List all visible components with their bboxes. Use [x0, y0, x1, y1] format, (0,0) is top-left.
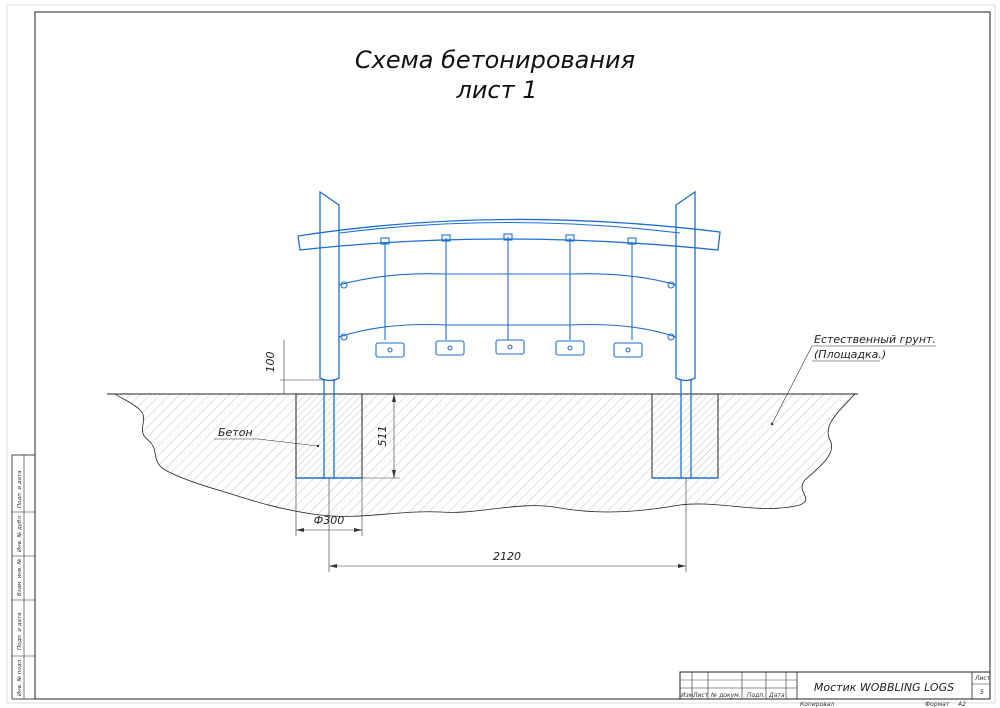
side-stamp: Инв. № подл. Подп. и дата Взам. инв. № И… — [11, 454, 36, 700]
dim-100-label: 100 — [264, 352, 277, 373]
drawing-title-line-1: Схема бетонирования — [355, 46, 635, 74]
tb-header-date: Дата — [768, 692, 785, 699]
ground-label-line-1: Естественный грунт. — [814, 333, 936, 346]
dim-post-spacing: 2120 — [328, 478, 687, 572]
tb-header-izm: Изм. — [681, 692, 695, 699]
dim-2120-label: 2120 — [493, 550, 521, 563]
side-stamp-cell-1: Инв. № подл. — [17, 658, 23, 696]
post-embedded-left — [323, 380, 335, 478]
title-block: Изм. Лист № докум. Подп. Дата Мостик WOB… — [679, 671, 991, 708]
leader-concrete: Бетон — [214, 426, 320, 448]
side-stamp-cell-4: Инв. № дубл. — [17, 514, 23, 552]
drawing-title-line-2: лист 1 — [455, 76, 537, 104]
tb-copied: Копировал — [800, 701, 834, 708]
tb-format-label: Формат — [925, 701, 950, 708]
leader-ground: Естественный грунт. (Площадка.) — [770, 333, 936, 426]
tb-sheet-number: 5 — [980, 689, 984, 696]
tb-header-list: Лист — [692, 692, 709, 699]
side-stamp-cell-5: Подп. и дата — [17, 470, 23, 508]
ground-section — [107, 393, 858, 517]
drawing-frame — [6, 4, 996, 704]
dim-footing-depth: 511 — [362, 393, 400, 479]
tb-header-sign: Подп. — [747, 692, 765, 699]
post-embedded-right — [680, 380, 692, 478]
concrete-footing-right — [651, 393, 719, 479]
tb-header-doc: № докум. — [710, 692, 741, 699]
concrete-label: Бетон — [218, 426, 253, 439]
bridge-structure — [297, 190, 721, 382]
side-stamp-cell-2: Подп. и дата — [17, 612, 23, 650]
side-stamp-cell-3: Взам. инв. № — [17, 558, 23, 596]
tb-sheet-label: Лист — [974, 675, 991, 682]
tb-drawing-name: Мостик WOBBLING LOGS — [814, 681, 954, 694]
ground-label-line-2: (Площадка.) — [814, 348, 886, 361]
dim-511-label: 511 — [376, 426, 389, 447]
tb-format-value: A2 — [957, 701, 966, 708]
concrete-footing-left — [295, 393, 363, 479]
dim-post-above-ground: 100 — [264, 340, 324, 395]
